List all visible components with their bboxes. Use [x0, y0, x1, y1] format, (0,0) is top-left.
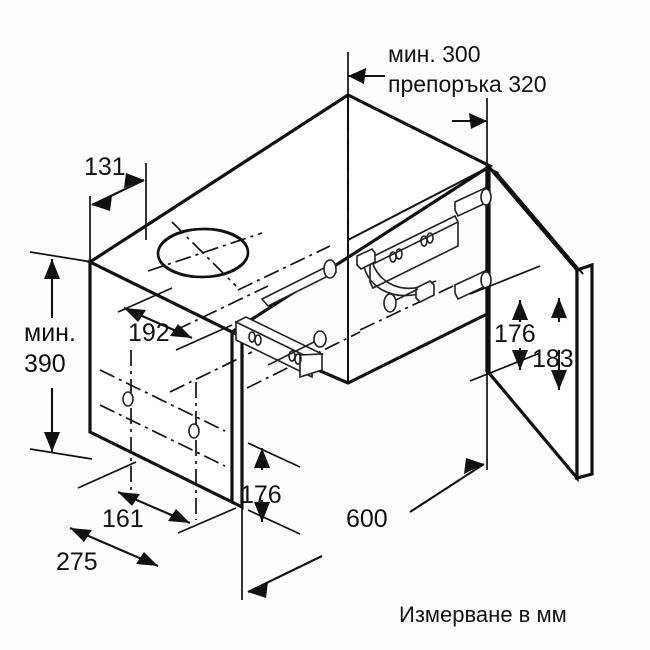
vent-hole-inner	[156, 227, 250, 279]
mounting-hole-2	[188, 423, 200, 439]
vent-centerline-b	[171, 221, 237, 287]
arrow-head	[551, 370, 567, 390]
cabinet-door-panel	[487, 162, 594, 483]
arrow-head	[254, 448, 270, 468]
dimension-label-161: 161	[102, 505, 144, 533]
screw-shaft	[267, 339, 319, 366]
ext-line	[29, 448, 93, 460]
arrow-head	[136, 552, 158, 566]
hood-bracket-tab-1	[415, 280, 435, 303]
ext-line	[247, 509, 301, 535]
dimension-min-390: мин. 390	[24, 251, 93, 460]
units-note: Измерване в мм	[399, 602, 567, 627]
dimension-label-176-bottom: 176	[240, 481, 282, 509]
lower-bracket	[234, 316, 327, 379]
ext-line	[247, 442, 301, 468]
dimension-label-min: мин.	[24, 319, 76, 347]
ext-line	[175, 324, 233, 351]
left-panel-centerline-h1	[99, 369, 226, 432]
dim-line	[91, 179, 145, 206]
top-panel-hidden-2	[175, 285, 269, 331]
door-thickness-edge	[575, 262, 594, 481]
screw-head	[383, 293, 397, 313]
arrow-head	[464, 458, 484, 474]
arrow-head	[469, 113, 487, 129]
arrow-head	[118, 492, 140, 506]
arrow-head	[551, 298, 567, 318]
arrow-head	[44, 259, 60, 279]
min-clearance-label-2: препоръка 320	[388, 71, 547, 97]
dimension-label-600: 600	[346, 505, 388, 533]
interior-back-bottom	[347, 167, 488, 241]
top-panel-hidden-1	[237, 245, 331, 291]
dimension-min-clearance: мин. 300 препоръка 320	[346, 41, 547, 240]
slot-icon	[426, 232, 434, 244]
screw-pin-center	[383, 288, 419, 313]
construction-centerlines	[99, 245, 471, 520]
arrow-head	[348, 68, 366, 84]
screw-head	[323, 259, 337, 279]
arrow-head	[124, 308, 146, 322]
arrow-head	[70, 528, 92, 542]
screw-head-upper	[480, 188, 492, 206]
side-mount-lower	[454, 269, 492, 301]
ext-line	[177, 507, 237, 534]
dimension-131: 131	[84, 153, 147, 268]
dimension-label-176-right: 176	[494, 320, 536, 348]
arrow-head	[254, 502, 270, 522]
dimension-label-192: 192	[128, 319, 170, 347]
dimension-label-275: 275	[56, 548, 98, 576]
ext-line	[469, 265, 541, 295]
left-upper-rail	[260, 259, 338, 307]
dimension-192: 192	[117, 287, 233, 351]
cabinet-body	[86, 93, 499, 510]
dimension-275: 275	[56, 527, 159, 576]
arrow-head	[248, 582, 268, 598]
arrow-head	[512, 300, 528, 320]
screw-head	[313, 330, 327, 348]
ext-line	[77, 461, 137, 489]
lower-bracket-foot	[299, 353, 323, 379]
dimension-label-390: 390	[24, 350, 66, 378]
ext-line	[117, 287, 173, 313]
left-panel-centerline-h2	[99, 404, 226, 467]
ext-line	[29, 251, 93, 263]
arrow-head	[44, 432, 60, 452]
dimension-label-183: 183	[532, 345, 574, 373]
dimension-176-bottom: 176	[240, 442, 301, 535]
upper-rail-slots	[389, 232, 434, 263]
arrow-head	[170, 324, 192, 338]
min-clearance-label-1: мин. 300	[388, 41, 481, 67]
vent-centerline-a	[147, 232, 263, 272]
arrow-head	[512, 350, 528, 370]
vent-hole-group	[147, 221, 263, 287]
dimension-183: 183	[532, 298, 574, 390]
hood-bracket-tab-2	[356, 248, 376, 270]
arrow-head	[124, 173, 144, 188]
ext-line	[469, 352, 541, 382]
arrow-head	[92, 196, 112, 211]
upper-rail	[369, 214, 459, 290]
dim-line	[409, 463, 485, 513]
interior-hidden-2	[359, 277, 471, 331]
upper-rail-edge	[372, 221, 459, 265]
left-panel-hidden-diag	[169, 351, 253, 393]
mounting-hole-1	[122, 391, 134, 407]
slot-icon	[254, 334, 262, 346]
dimension-161: 161	[77, 461, 237, 534]
arrow-head	[168, 509, 190, 523]
dimension-600: 600	[241, 371, 488, 600]
side-mount-upper	[454, 186, 492, 218]
door-inner-fold	[496, 172, 584, 275]
slot-icon	[395, 248, 403, 260]
slot-icon	[294, 353, 302, 365]
hardware-group	[234, 186, 492, 379]
dimension-label-131: 131	[84, 153, 126, 181]
dimension-176-right: 176	[469, 265, 541, 382]
